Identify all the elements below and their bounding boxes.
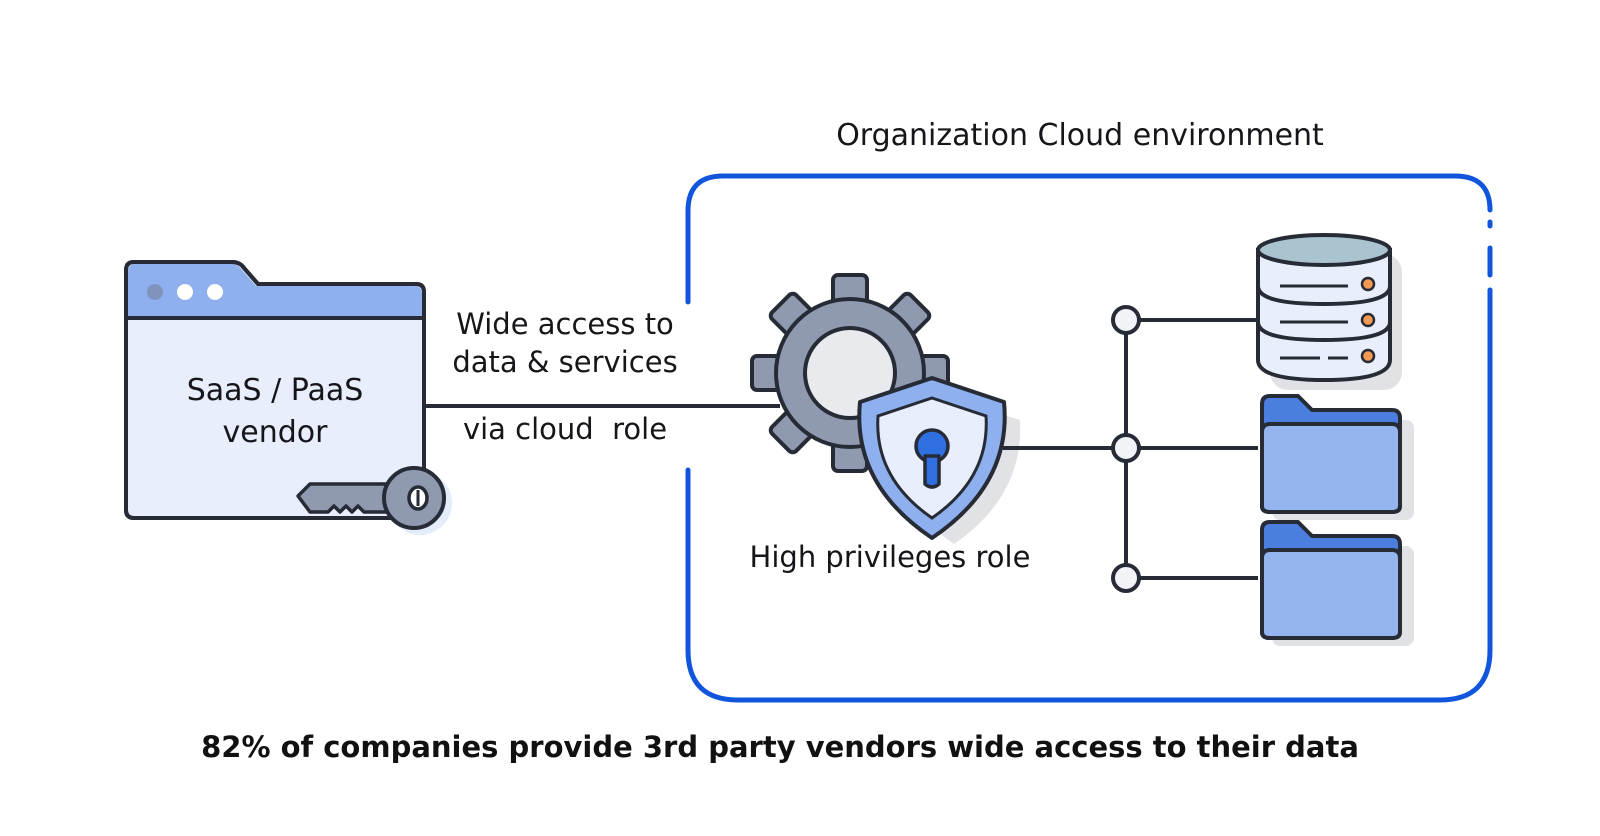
bus-node [1111, 563, 1141, 593]
vendor-name-line1: SaaS / PaaS [186, 373, 364, 408]
via-role-label: via cloud role [462, 412, 668, 446]
bus-nodes [1111, 305, 1141, 593]
bus-node [1111, 305, 1141, 335]
access-label-line2: data & services [452, 345, 678, 379]
caption: 82% of companies provide 3rd party vendo… [201, 730, 1359, 764]
access-label: Wide access to data & services [430, 305, 700, 381]
access-label-line1: Wide access to [456, 307, 674, 341]
bus-node [1111, 433, 1141, 463]
folder-icon [1260, 394, 1414, 520]
folder-icon [1260, 520, 1414, 646]
environment-boundary [685, 173, 1493, 703]
environment-title: Organization Cloud environment [836, 118, 1324, 153]
browser-window-icon [124, 260, 426, 520]
key-icon [296, 466, 452, 535]
role-label: High privileges role [749, 540, 1031, 574]
vendor-name: SaaS / PaaS vendor [140, 370, 410, 454]
vendor-name-line2: vendor [222, 415, 328, 450]
database-icon [1256, 233, 1402, 390]
shield-lock-icon [857, 376, 1021, 544]
